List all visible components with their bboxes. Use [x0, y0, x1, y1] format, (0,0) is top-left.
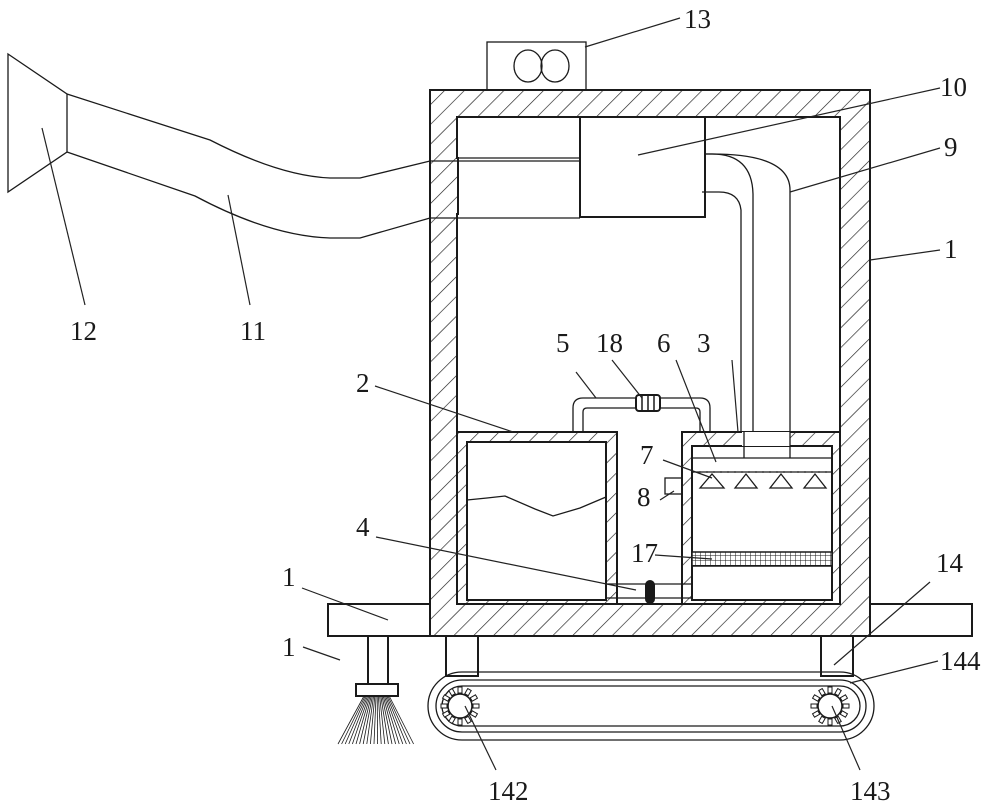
spray-line [341, 695, 366, 745]
spray-line [388, 695, 414, 745]
spray-line [370, 695, 376, 745]
spray-line [381, 695, 393, 745]
gear-tooth [440, 703, 448, 709]
gear-tooth [457, 686, 463, 694]
label-17: 17 [631, 538, 658, 568]
label-4: 4 [356, 512, 370, 542]
label-7: 7 [640, 440, 654, 470]
spray-line [359, 695, 372, 745]
pump [606, 580, 692, 604]
label-144: 144 [940, 646, 981, 676]
spray-line [385, 695, 404, 745]
gear-tooth [827, 718, 833, 726]
spray-line [355, 695, 371, 745]
spray-line [384, 695, 400, 745]
spray-heads [698, 472, 828, 489]
label-143: 143 [850, 776, 891, 806]
label-13: 13 [684, 4, 711, 34]
gear-tooth [818, 687, 826, 697]
gear-tooth [469, 710, 479, 718]
gear-tooth [811, 694, 821, 702]
spray-line [337, 695, 365, 745]
gear-tooth [448, 715, 456, 725]
spray-line [387, 695, 411, 745]
spray-line [380, 695, 389, 745]
gear-tooth [818, 715, 826, 725]
spray-line [378, 695, 382, 745]
gear-tooth [811, 710, 821, 718]
gear-tooth [839, 710, 849, 718]
label-9: 9 [944, 132, 958, 162]
gear-tooth [839, 694, 849, 702]
labels: 13 10 9 1 12 11 5 18 6 3 2 7 8 17 4 1 14… [70, 4, 981, 806]
label-1-nozzle: 1 [282, 632, 296, 662]
filter-box [681, 431, 841, 605]
label-18: 18 [596, 328, 623, 358]
gear-tooth [810, 703, 818, 709]
spray-line [348, 695, 368, 745]
leader-lines [41, 17, 941, 771]
water-tank [456, 431, 618, 605]
suction-hose [66, 93, 580, 239]
spray-line [373, 695, 377, 745]
gear-tooth [457, 718, 463, 726]
label-11: 11 [240, 316, 266, 346]
spray-line [362, 695, 373, 745]
label-8: 8 [637, 482, 651, 512]
gear-tooth [441, 694, 451, 702]
label-6: 6 [657, 328, 671, 358]
label-14: 14 [936, 548, 964, 578]
spray-line [386, 695, 407, 745]
gear-tooth [469, 694, 479, 702]
fan [457, 116, 706, 218]
label-1-base: 1 [282, 562, 296, 592]
gear-tooth [472, 703, 480, 709]
spray-line [344, 695, 367, 745]
spray-line [382, 695, 396, 745]
gear-tooth [448, 687, 456, 697]
label-1-housing: 1 [944, 234, 958, 264]
gear-tooth [834, 687, 842, 697]
wheel-hub [817, 693, 843, 719]
water-pipe [572, 394, 711, 432]
label-12: 12 [70, 316, 97, 346]
label-10: 10 [940, 72, 967, 102]
filter-screen [691, 551, 833, 567]
spray-line [352, 695, 370, 745]
base-plate-right [869, 603, 973, 637]
label-3: 3 [697, 328, 711, 358]
gear-tooth [464, 687, 472, 697]
outlet [664, 477, 683, 495]
label-2: 2 [356, 368, 370, 398]
base-plate-left [327, 603, 431, 637]
gear-tooth [441, 710, 451, 718]
gear-tooth [827, 686, 833, 694]
gear-tooth [842, 703, 850, 709]
suction-hood [7, 52, 68, 194]
crawler [427, 635, 875, 741]
wheel-hub [447, 693, 473, 719]
elbow-pipe [702, 153, 791, 444]
label-142: 142 [488, 776, 529, 806]
gear-tooth [464, 715, 472, 725]
label-5: 5 [556, 328, 570, 358]
control-box [486, 41, 587, 91]
spray-line [379, 695, 386, 745]
spray-nozzle [337, 635, 414, 745]
spray-line [366, 695, 374, 745]
